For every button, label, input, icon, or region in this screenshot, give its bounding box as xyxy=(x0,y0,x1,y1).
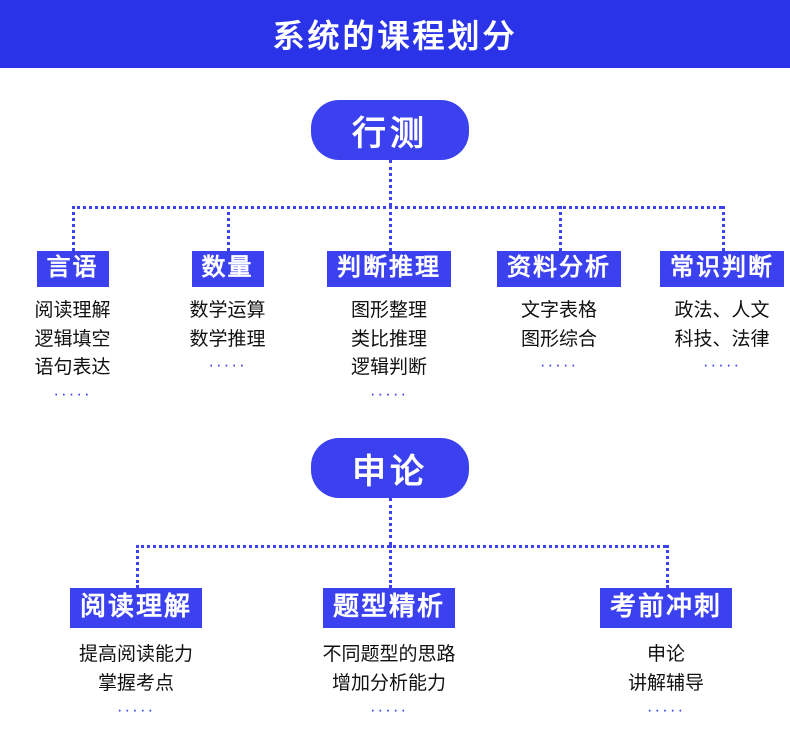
category-ellipsis: ····· xyxy=(369,383,409,403)
category-items-kaoqianchongci: 申论 讲解辅导 ····· xyxy=(566,640,766,720)
category-label-shuliang: 数量 xyxy=(191,251,264,288)
connector-branch-1-2 xyxy=(227,206,230,251)
root-node-xingce: 行测 xyxy=(311,100,469,160)
category-item: 语句表达 xyxy=(34,357,111,379)
category-item: 政法、人文 xyxy=(674,300,770,322)
category-item: 文字表格 xyxy=(520,300,597,322)
page-title: 系统的课程划分 xyxy=(272,18,518,54)
category-items-changshipanduan: 政法、人文 科技、法律 ····· xyxy=(642,297,790,375)
category-item: 掌握考点 xyxy=(97,673,174,695)
connector-branch-1-1 xyxy=(72,206,75,251)
category-item: 逻辑判断 xyxy=(350,357,427,379)
category-item: 不同题型的思路 xyxy=(322,643,456,665)
category-item: 讲解辅导 xyxy=(627,673,704,695)
category-ellipsis: ····· xyxy=(208,355,247,375)
category-ellipsis: ····· xyxy=(646,699,686,719)
category-ziliaofenxi: 资料分析 文字表格 图形综合 ····· xyxy=(479,251,639,375)
connector-branch-2-3 xyxy=(666,545,669,588)
category-ellipsis: ····· xyxy=(116,699,156,719)
category-yanyu: 言语 阅读理解 逻辑填空 语句表达 ····· xyxy=(0,251,145,404)
category-label-yuedulijie: 阅读理解 xyxy=(69,588,202,628)
connector-branch-1-3 xyxy=(389,206,392,251)
category-items-yuedulijie: 提高阅读能力 掌握考点 ····· xyxy=(36,640,236,720)
category-changshipanduan: 常识判断 政法、人文 科技、法律 ····· xyxy=(642,251,790,375)
category-item: 科技、法律 xyxy=(674,328,770,350)
connector-branch-1-4 xyxy=(559,206,562,251)
connector-root-stem-2 xyxy=(389,498,392,545)
connector-bus-2 xyxy=(136,545,666,548)
connector-root-stem-1 xyxy=(389,160,392,206)
connector-bus-1 xyxy=(72,206,722,209)
category-tixingjingxi: 题型精析 不同题型的思路 增加分析能力 ····· xyxy=(289,588,489,719)
category-label-yanyu: 言语 xyxy=(36,251,109,288)
category-items-tixingjingxi: 不同题型的思路 增加分析能力 ····· xyxy=(289,640,489,720)
category-item: 逻辑填空 xyxy=(34,328,111,350)
category-ellipsis: ····· xyxy=(702,355,742,375)
category-item: 数学运算 xyxy=(189,300,266,322)
category-label-changshipanduan: 常识判断 xyxy=(660,251,784,288)
category-kaoqianchongci: 考前冲刺 申论 讲解辅导 ····· xyxy=(566,588,766,719)
category-label-ziliaofenxi: 资料分析 xyxy=(497,251,621,288)
category-label-panduantuili: 判断推理 xyxy=(327,251,451,288)
category-ellipsis: ····· xyxy=(369,699,409,719)
category-item: 申论 xyxy=(646,643,685,665)
category-label-kaoqianchongci: 考前冲刺 xyxy=(599,588,732,628)
category-items-yanyu: 阅读理解 逻辑填空 语句表达 ····· xyxy=(0,297,145,403)
category-item: 类比推理 xyxy=(350,328,427,350)
category-ellipsis: ····· xyxy=(539,355,579,375)
category-items-panduantuili: 图形整理 类比推理 逻辑判断 ····· xyxy=(309,297,469,403)
category-items-shuliang: 数学运算 数学推理 ····· xyxy=(155,297,300,375)
root-node-shenlun: 申论 xyxy=(311,438,469,498)
category-item: 阅读理解 xyxy=(34,300,111,322)
category-yuedulijie: 阅读理解 提高阅读能力 掌握考点 ····· xyxy=(36,588,236,719)
category-item: 图形综合 xyxy=(520,328,597,350)
category-ellipsis: ····· xyxy=(53,383,92,403)
page-header: 系统的课程划分 xyxy=(0,0,790,68)
category-label-tixingjingxi: 题型精析 xyxy=(322,588,455,628)
category-item: 增加分析能力 xyxy=(331,673,446,695)
category-item: 提高阅读能力 xyxy=(78,643,193,665)
category-item: 图形整理 xyxy=(350,300,427,322)
category-shuliang: 数量 数学运算 数学推理 ····· xyxy=(155,251,300,375)
connector-branch-2-1 xyxy=(136,545,139,588)
connector-branch-2-2 xyxy=(389,545,392,588)
category-panduantuili: 判断推理 图形整理 类比推理 逻辑判断 ····· xyxy=(309,251,469,404)
category-item: 数学推理 xyxy=(189,328,266,350)
connector-branch-1-5 xyxy=(722,206,725,251)
category-items-ziliaofenxi: 文字表格 图形综合 ····· xyxy=(479,297,639,375)
